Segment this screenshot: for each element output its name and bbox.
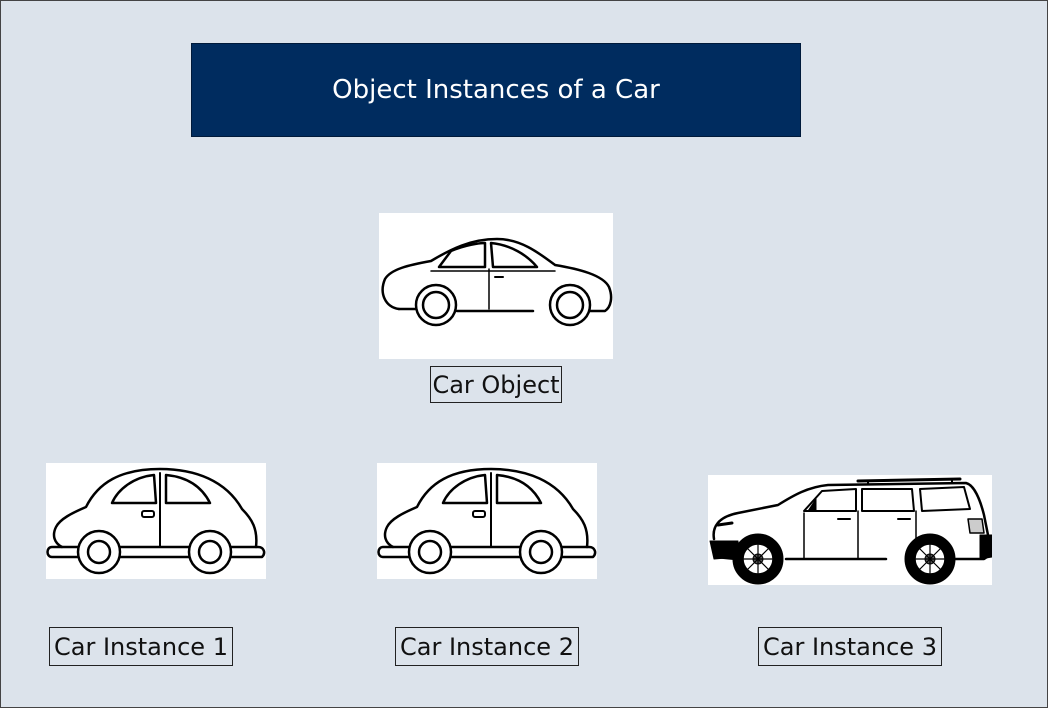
car-object-image [379, 213, 613, 359]
car-instance-3-image [708, 475, 992, 585]
suv-car-icon [709, 477, 992, 585]
car-instance-2-label: Car Instance 2 [395, 627, 579, 666]
car-instance-1-image [46, 463, 266, 579]
car-object-label: Car Object [430, 366, 562, 403]
car-instance-2-image [377, 463, 597, 579]
diagram-title-text: Object Instances of a Car [332, 75, 660, 105]
compact-car-icon [46, 467, 266, 575]
diagram-title: Object Instances of a Car [191, 43, 801, 137]
compact-car-icon [377, 467, 597, 575]
car-instance-3-label: Car Instance 3 [758, 627, 942, 666]
sedan-car-icon [381, 237, 613, 327]
car-instance-1-label: Car Instance 1 [49, 627, 233, 666]
